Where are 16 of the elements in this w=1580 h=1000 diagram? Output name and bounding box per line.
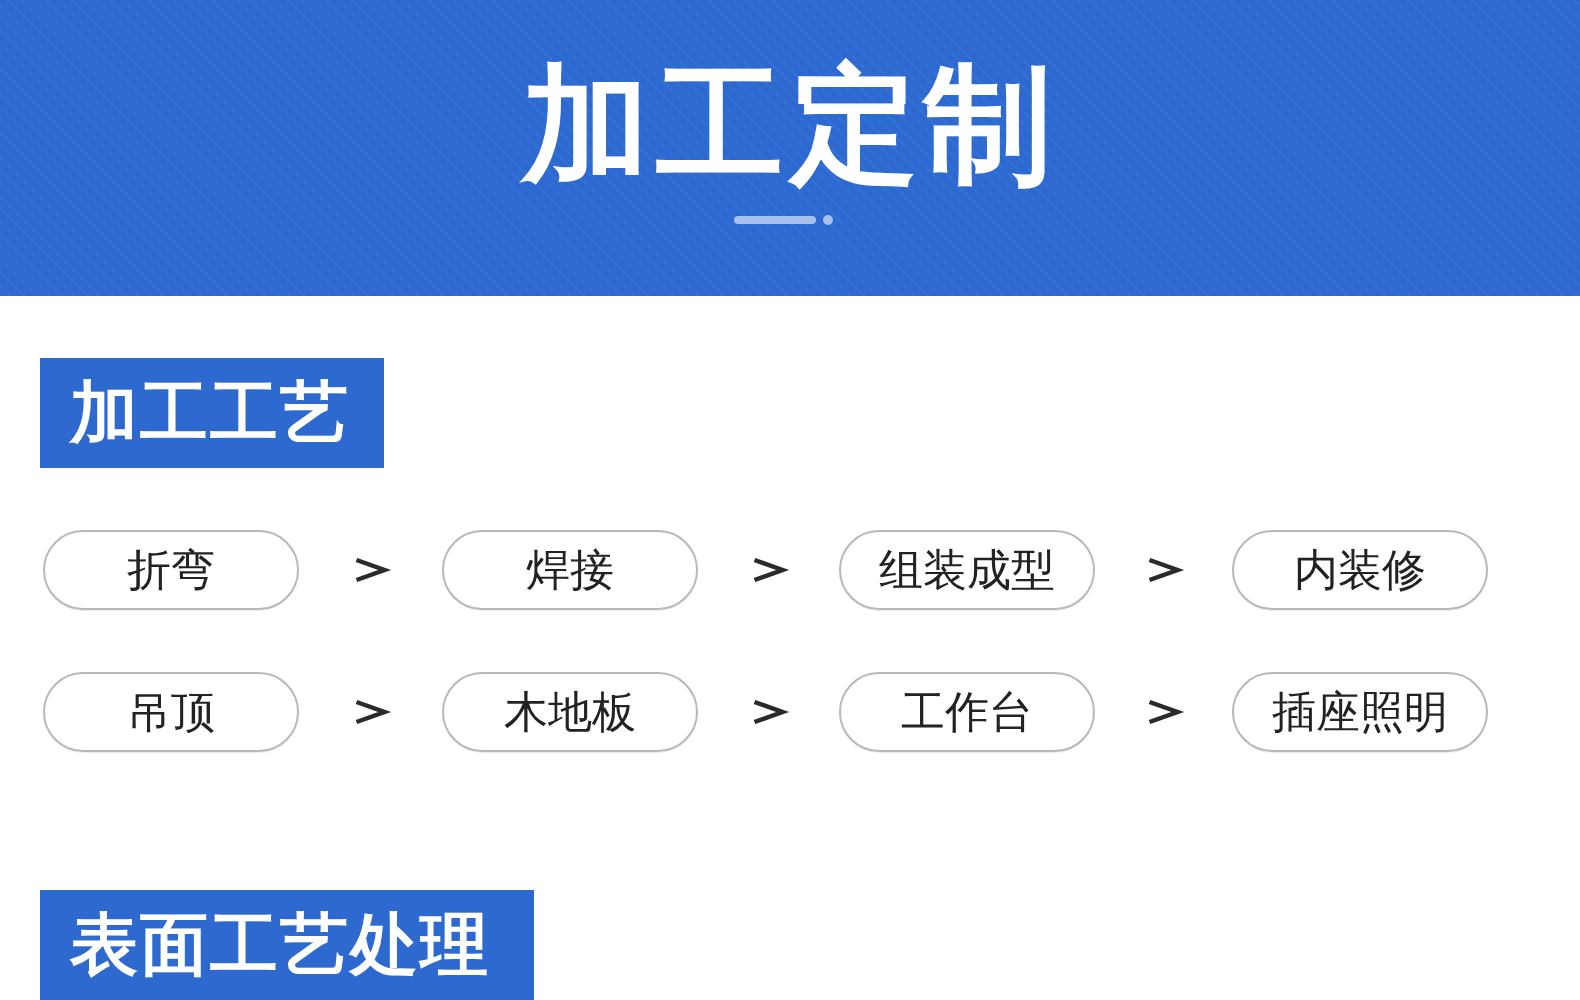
chevron-arrow [1148, 557, 1185, 583]
chevron-arrow [1148, 699, 1185, 725]
chevron-arrow [753, 557, 790, 583]
section-heading: 加工工艺 [40, 358, 384, 468]
process-pill: 焊接 [442, 530, 698, 610]
section-heading: 表面工艺处理 [40, 890, 534, 1000]
chevron-arrow [355, 557, 392, 583]
process-pill: 组装成型 [839, 530, 1095, 610]
process-pill: 木地板 [442, 672, 698, 752]
process-pill: 折弯 [43, 530, 299, 610]
process-pill: 内装修 [1232, 530, 1488, 610]
process-pill: 吊顶 [43, 672, 299, 752]
process-pill: 插座照明 [1232, 672, 1488, 752]
chevron-arrow [355, 699, 392, 725]
chevron-arrow [753, 699, 790, 725]
process-pill: 工作台 [839, 672, 1095, 752]
